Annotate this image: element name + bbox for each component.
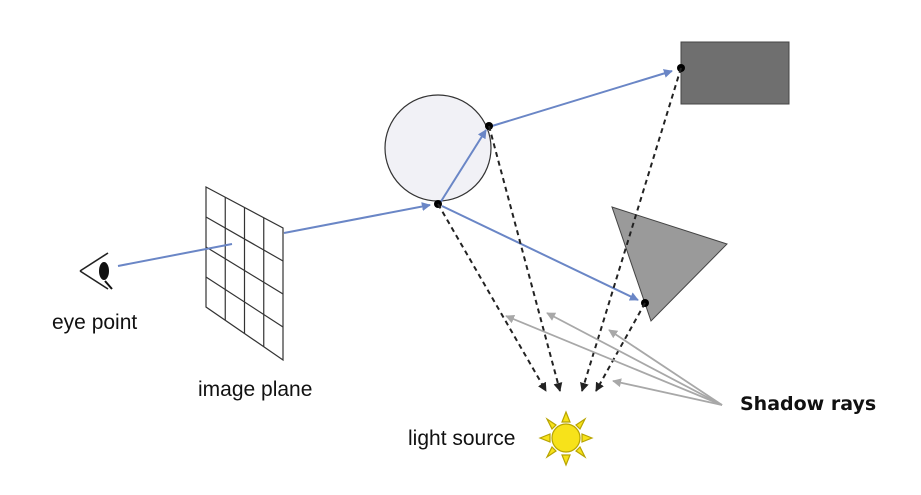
- light-source-label: light source: [408, 427, 516, 450]
- box-object: [680, 41, 790, 105]
- reflection-ray-triangle: [441, 205, 639, 301]
- shadow-rays: [437, 67, 682, 392]
- image-plane-label: image plane: [198, 378, 313, 401]
- image-plane-grid: [205, 186, 284, 362]
- refraction-ray: [439, 129, 487, 204]
- shadow-ray-1: [437, 203, 547, 392]
- shadow-ray-3: [580, 67, 682, 392]
- primary-rays: [117, 69, 673, 301]
- triangle-object: [611, 206, 728, 322]
- reflection-ray-box: [491, 69, 673, 127]
- eye-icon: [79, 252, 113, 290]
- sun-icon: [538, 410, 594, 467]
- shadow-label-pointers: [505, 312, 723, 406]
- shadow-ray-4: [595, 302, 646, 392]
- shadow-rays-label: Shadow rays: [740, 393, 877, 415]
- shadow-ray-2: [488, 125, 563, 392]
- eye-to-plane-ray: [117, 243, 233, 267]
- eye-point-label: eye point: [52, 311, 138, 334]
- plane-to-sphere-ray: [283, 202, 431, 234]
